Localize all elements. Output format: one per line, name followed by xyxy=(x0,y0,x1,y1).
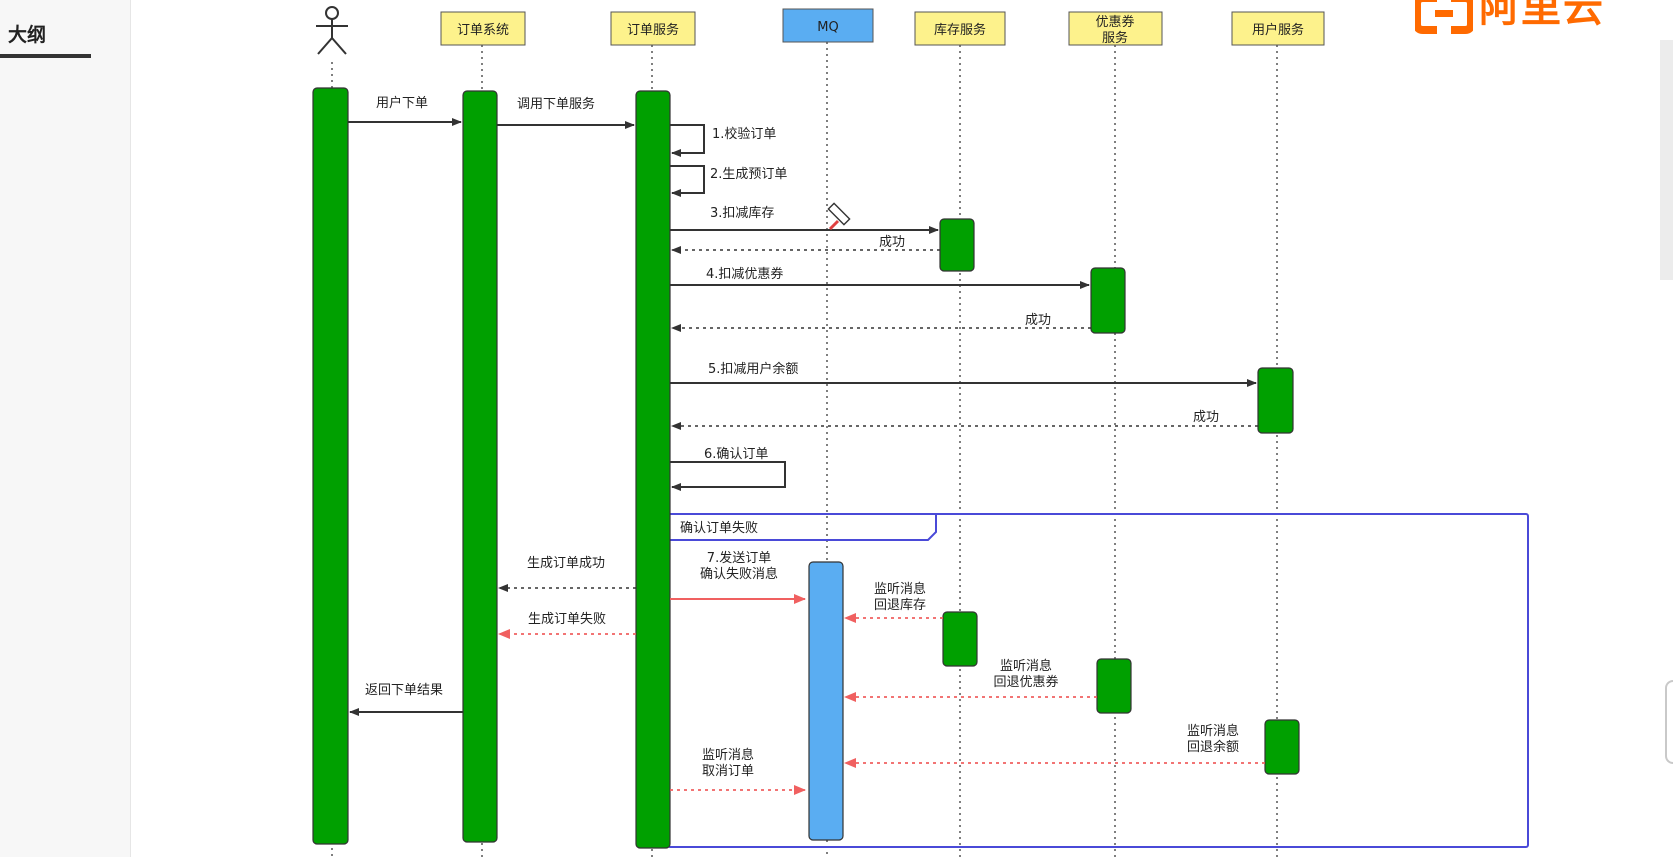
label-stock-success: 成功 xyxy=(879,235,905,250)
activation-userservice-2 xyxy=(1264,719,1300,775)
participant-heads: 订单系统 订单服务 MQ 库存服务 优惠券服务 用户服务 xyxy=(440,8,1325,46)
outline-underline xyxy=(0,54,91,58)
participant-order-system: 订单系统 xyxy=(440,11,526,46)
label-order-success: 生成订单成功 xyxy=(527,556,605,571)
participant-order-service-label: 订单服务 xyxy=(627,22,679,38)
participant-coupon: 优惠券服务 xyxy=(1068,11,1163,46)
participant-stock: 库存服务 xyxy=(914,11,1006,46)
actor-user-icon xyxy=(316,6,348,55)
label-deduct-coupon: 4.扣减优惠券 xyxy=(706,266,783,282)
label-rollback-balance: 监听消息回退余额 xyxy=(1187,723,1239,755)
label-order-fail: 生成订单失败 xyxy=(528,612,606,627)
activations xyxy=(312,87,1300,849)
activation-order-service xyxy=(635,90,671,849)
error-arrows xyxy=(498,594,1265,795)
activation-order-system xyxy=(462,90,498,843)
outline-title[interactable]: 大纲 xyxy=(8,24,47,46)
failure-frame-label: 确认订单失败 xyxy=(680,521,758,536)
label-deduct-stock: 3.扣减库存 xyxy=(710,205,774,221)
activation-mq xyxy=(808,561,844,841)
participant-mq-label: MQ xyxy=(817,20,838,35)
label-coupon-success: 成功 xyxy=(1025,313,1051,328)
message-labels: 用户下单 调用下单服务 1.校验订单 2.生成预订单 3.扣减库存 成功 4.扣… xyxy=(365,95,1239,779)
participant-order-service: 订单服务 xyxy=(610,11,696,46)
right-panel-handle[interactable] xyxy=(1665,680,1673,764)
label-cancel-order: 监听消息取消订单 xyxy=(702,747,754,779)
pencil-cursor-icon xyxy=(827,202,851,231)
label-balance-success: 成功 xyxy=(1193,410,1219,425)
aliyun-logo: 阿里云 xyxy=(1415,0,1635,40)
participant-mq: MQ xyxy=(782,8,874,43)
msg-self-validate xyxy=(670,124,705,157)
activation-userservice-1 xyxy=(1257,367,1294,434)
label-validate: 1.校验订单 xyxy=(712,126,776,142)
label-rollback-coupon: 监听消息回退优惠券 xyxy=(993,658,1058,690)
label-confirm: 6.确认订单 xyxy=(704,447,768,462)
outline-sidebar: 大纲 xyxy=(0,0,131,857)
msg-self-confirm xyxy=(670,461,786,491)
label-preorder: 2.生成预订单 xyxy=(710,167,787,182)
label-user-order: 用户下单 xyxy=(376,95,428,111)
aliyun-logo-icon xyxy=(1415,0,1473,34)
aliyun-logo-text: 阿里云 xyxy=(1479,0,1605,31)
return-arrows xyxy=(498,246,1258,592)
participant-userservice-label: 用户服务 xyxy=(1252,22,1304,38)
activation-stock-2 xyxy=(942,611,978,667)
label-send-fail-msg: 7.发送订单确认失败消息 xyxy=(700,550,778,582)
activation-coupon-1 xyxy=(1090,267,1126,334)
label-deduct-balance: 5.扣减用户余额 xyxy=(708,361,798,377)
label-rollback-stock: 监听消息回退库存 xyxy=(874,581,926,613)
right-panel-tab[interactable] xyxy=(1660,40,1673,280)
label-return-result: 返回下单结果 xyxy=(365,683,443,698)
activation-coupon-2 xyxy=(1096,658,1132,714)
activation-stock-1 xyxy=(939,218,975,272)
activation-user xyxy=(312,87,349,845)
participant-stock-label: 库存服务 xyxy=(934,22,986,38)
participant-coupon-label: 优惠券服务 xyxy=(1095,14,1134,46)
label-call-order-service: 调用下单服务 xyxy=(517,96,595,112)
participant-order-system-label: 订单系统 xyxy=(457,23,509,38)
msg-self-preorder xyxy=(670,165,705,197)
participant-userservice: 用户服务 xyxy=(1231,11,1325,46)
message-arrows xyxy=(348,118,1257,716)
